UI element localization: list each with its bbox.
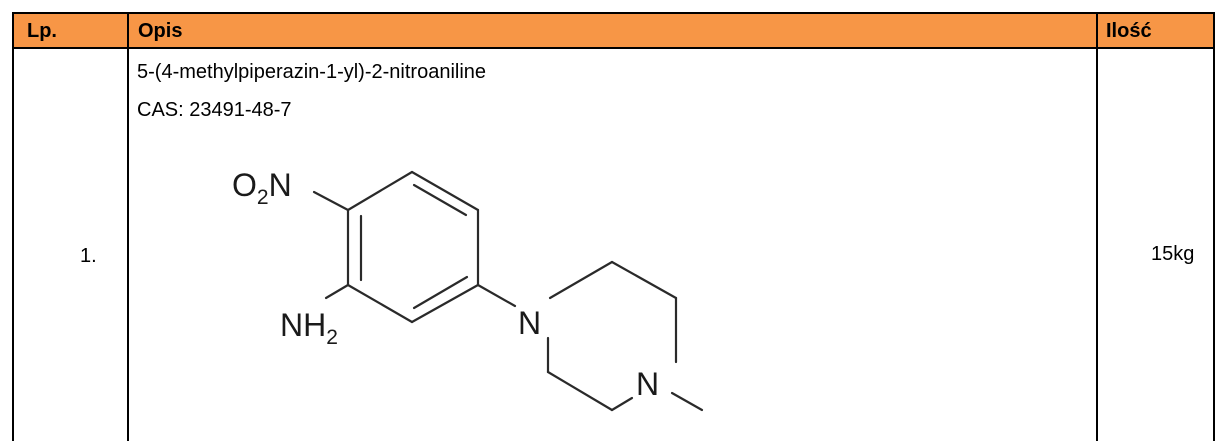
header-ilosc: Ilość	[1097, 13, 1214, 47]
table-border-right	[1213, 13, 1215, 441]
amine-group-label: NH2	[280, 307, 338, 349]
table-border-col1	[127, 13, 129, 441]
cas-number: CAS: 23491-48-7	[137, 99, 292, 121]
piperazine-n4-label: N	[636, 366, 659, 402]
table-border-col2	[1096, 13, 1098, 441]
header-ilosc-label: Ilość	[1106, 20, 1152, 42]
row-number: 1.	[80, 245, 97, 267]
table-border-header	[12, 47, 1215, 49]
table-border-top	[12, 12, 1215, 14]
piperazine-n1-label: N	[518, 305, 541, 341]
nitro-group-label: O2N	[232, 167, 292, 209]
header-lp-label: Lp.	[27, 20, 57, 42]
chemical-structure-image: O2N NH2 N N	[232, 167, 704, 412]
header-opis-label: Opis	[138, 20, 183, 42]
header-lp: Lp.	[13, 13, 128, 47]
quantity: 15kg	[1151, 243, 1195, 265]
header-opis: Opis	[128, 13, 1097, 47]
table-border-left	[12, 13, 14, 441]
compound-name: 5-(4-methylpiperazin-1-yl)-2-nitroanilin…	[137, 61, 487, 83]
